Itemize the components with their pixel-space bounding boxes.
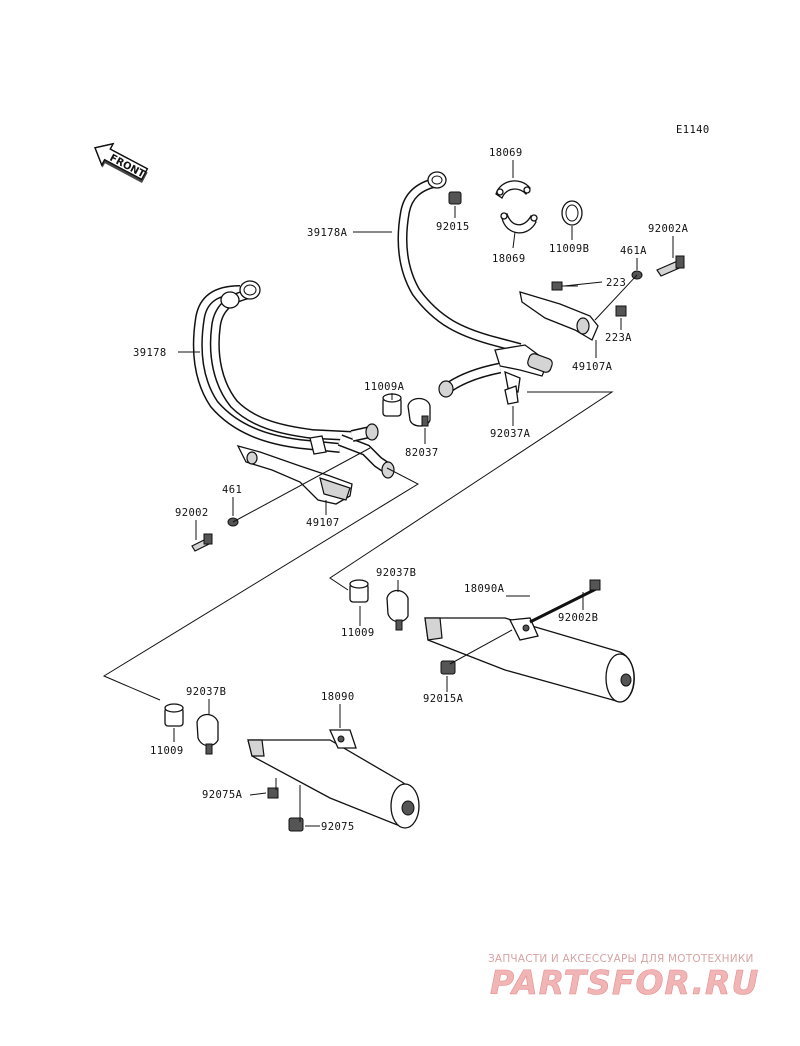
label-18069-bottom: 18069: [492, 253, 526, 265]
bolt-92002b: [529, 579, 601, 624]
clamp-82037: [407, 397, 431, 427]
label-49107a: 49107A: [572, 361, 613, 373]
clamp-92037b-upper: [386, 589, 409, 631]
bolt-92002: [191, 533, 213, 552]
label-461: 461: [222, 484, 242, 496]
label-18069-top: 18069: [489, 147, 523, 159]
bolt-223a: [615, 305, 627, 317]
nut-92015a: [440, 660, 456, 675]
label-92002a: 92002A: [648, 223, 689, 235]
exhaust-flange-bottom: [500, 212, 538, 234]
diagram-code: E1140: [676, 124, 710, 136]
label-leaders: [173, 160, 674, 827]
label-18090a: 18090A: [464, 583, 505, 595]
label-92002: 92002: [175, 507, 209, 519]
label-11009b: 11009B: [549, 243, 589, 255]
label-39178a: 39178A: [307, 227, 348, 239]
label-11009-upper: 11009: [341, 627, 375, 639]
nut-92075: [288, 817, 304, 832]
label-223a: 223A: [605, 332, 632, 344]
label-18090: 18090: [321, 691, 355, 703]
clamp-92037a: [504, 385, 519, 405]
part-number-labels: 18069 18069 39178A 92015 11009B 92002A 4…: [133, 147, 689, 833]
nut-92015: [448, 191, 462, 205]
watermark-tagline: ЗАПЧАСТИ И АКСЕССУАРЫ ДЛЯ МОТОТЕХНИКИ: [488, 953, 754, 965]
label-461a: 461A: [620, 245, 647, 257]
clamp-92037b-lower: [196, 713, 219, 755]
label-92002b: 92002B: [558, 612, 598, 624]
label-92015a: 92015A: [423, 693, 464, 705]
label-49107: 49107: [306, 517, 340, 529]
watermark: ЗАПЧАСТИ И АКСЕССУАРЫ ДЛЯ МОТОТЕХНИКИ PA…: [488, 953, 759, 1002]
bolt-92002a: [656, 255, 685, 277]
exhaust-flange-top: [495, 180, 531, 199]
label-11009a: 11009A: [364, 381, 405, 393]
label-92015: 92015: [436, 221, 470, 233]
exhaust-header-pipe-39178: [192, 280, 395, 479]
heat-shield-49107: [236, 444, 353, 505]
label-82037: 82037: [405, 447, 439, 459]
label-92075a: 92075A: [202, 789, 243, 801]
front-arrow-icon: FRONT: [94, 142, 149, 183]
label-39178: 39178: [133, 347, 167, 359]
gasket-11009-lower: [164, 703, 184, 727]
assembly-lines: [102, 274, 638, 822]
muffler-18090: [247, 729, 420, 829]
heat-shield-49107a: [519, 291, 599, 341]
watermark-logo: PARTSFOR.RU: [490, 963, 759, 1002]
muffler-18090a: [424, 617, 635, 703]
exhaust-header-pipe-39178a: [380, 171, 553, 398]
label-92037b-upper: 92037B: [376, 567, 416, 579]
label-92037b-lower: 92037B: [186, 686, 226, 698]
gasket-11009b: [561, 200, 583, 226]
label-92037a: 92037A: [490, 428, 531, 440]
gasket-11009-upper: [349, 579, 369, 603]
label-11009-lower: 11009: [150, 745, 184, 757]
label-92075: 92075: [321, 821, 355, 833]
label-223: 223: [606, 277, 626, 289]
nut-92075a: [267, 787, 279, 799]
